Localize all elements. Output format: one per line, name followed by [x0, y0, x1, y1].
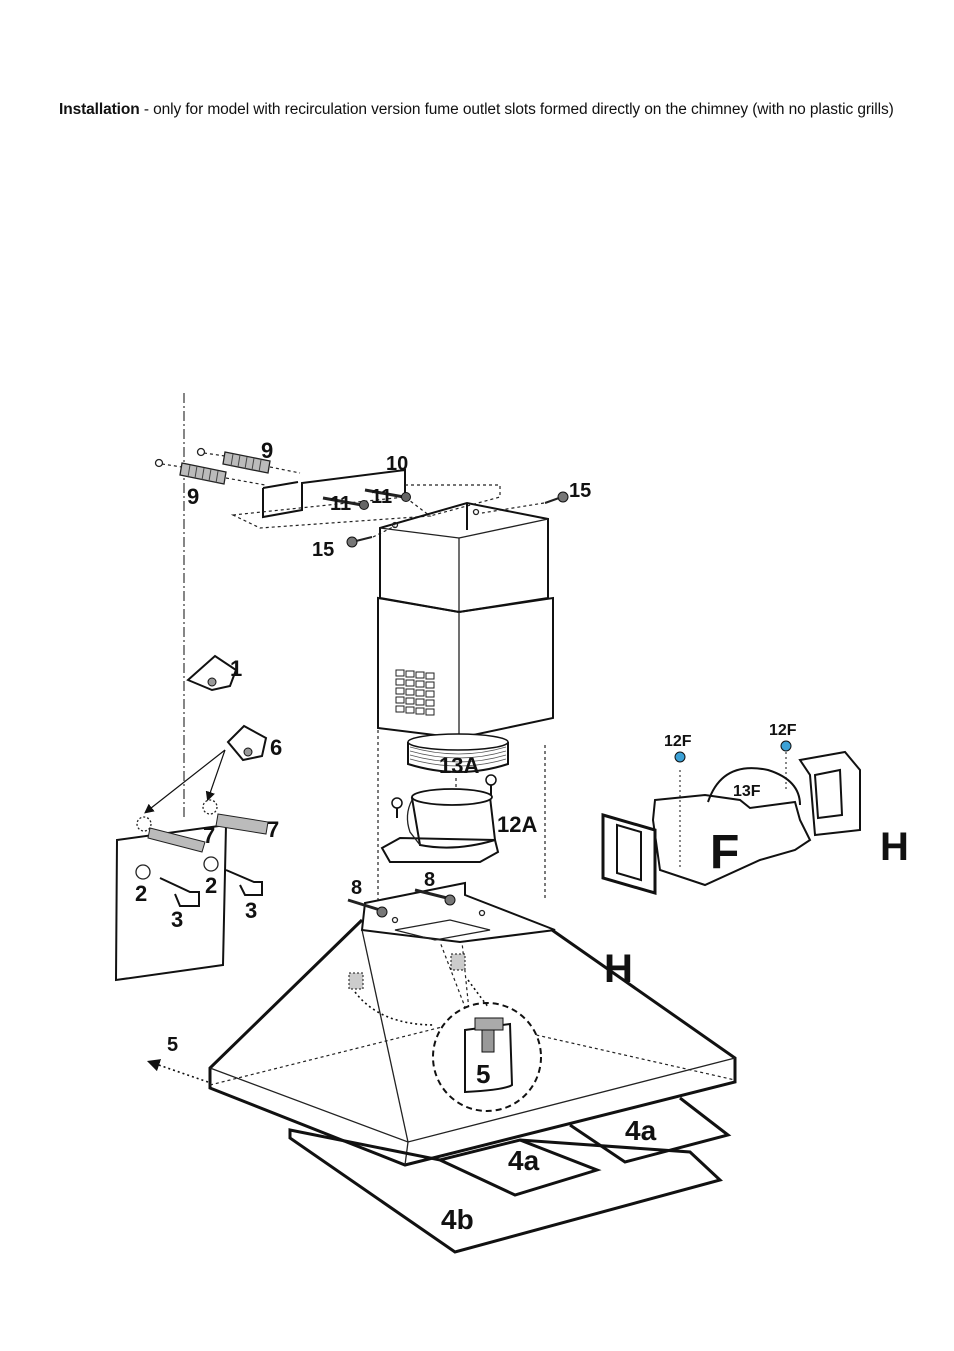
- label-9-lower: 9: [187, 484, 199, 509]
- label-1: 1: [230, 656, 242, 681]
- label-11-left: 11: [330, 493, 351, 515]
- label-10: 10: [386, 453, 408, 475]
- label-4a-right: 4a: [625, 1115, 657, 1146]
- label-5-clip: 5: [476, 1059, 490, 1089]
- label-4a-left: 4a: [508, 1145, 540, 1176]
- caption-text: - only for model with recirculation vers…: [139, 101, 894, 118]
- label-5-arrow: 5: [167, 1034, 178, 1056]
- recirculation-kit: [601, 740, 861, 895]
- label-2-left: 2: [135, 881, 147, 906]
- chimney: [377, 501, 554, 900]
- caption-bold: Installation: [59, 101, 140, 118]
- label-13a: 13A: [439, 753, 479, 778]
- label-6: 6: [270, 735, 282, 760]
- wall-panel: [114, 749, 269, 982]
- label-12f-left: 12F: [664, 733, 692, 750]
- label-f: F: [710, 826, 739, 879]
- label-8-left: 8: [351, 877, 362, 899]
- label-15-right: 15: [569, 480, 591, 502]
- chimney-bracket-10: [230, 468, 501, 529]
- label-11-right: 11: [371, 486, 392, 508]
- drill-icons: [186, 654, 268, 762]
- flange-12a: [380, 774, 500, 863]
- label-12f-right: 12F: [769, 722, 797, 739]
- label-15-left: 15: [312, 539, 334, 561]
- label-2-right: 2: [205, 873, 217, 898]
- label-8-right: 8: [424, 869, 435, 891]
- installation-caption: Installation - only for model with recir…: [59, 101, 894, 119]
- filter-panels: [288, 1096, 732, 1254]
- label-13f: 13F: [733, 783, 761, 800]
- wall-plugs-9: [154, 447, 301, 486]
- label-3-left: 3: [171, 907, 183, 932]
- label-7-right: 7: [267, 817, 279, 842]
- screws-11: [322, 488, 411, 510]
- label-h-hood: H: [604, 947, 633, 991]
- label-7-left: 7: [203, 823, 215, 848]
- hood-top-plate: [347, 881, 556, 944]
- label-12a: 12A: [497, 812, 537, 837]
- ring-13a: [407, 733, 509, 800]
- label-9-upper: 9: [261, 438, 273, 463]
- label-4b: 4b: [441, 1204, 474, 1235]
- label-h-right: H: [880, 825, 909, 869]
- clip-5-detail: [146, 953, 542, 1112]
- label-3-right: 3: [245, 898, 257, 923]
- screws-15: [346, 491, 569, 548]
